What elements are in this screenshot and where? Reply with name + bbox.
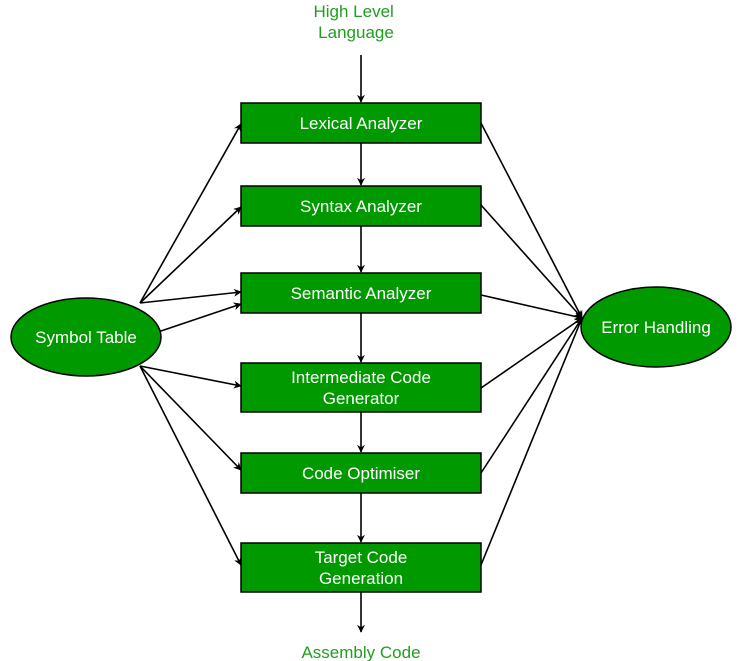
arrow-to-error-handling-2 <box>480 204 583 319</box>
phase-box-syntax <box>240 185 482 227</box>
phase-box-optimiser <box>240 452 482 494</box>
phase-label-optimiser-line-1: Code Optimiser <box>302 464 420 483</box>
error-handling-node: Error Handling <box>580 286 732 368</box>
arrow-symbol-table-6 <box>139 365 242 471</box>
arrow-symbol-table-4 <box>154 302 242 334</box>
phase-syntax: Syntax Analyzer <box>240 185 482 227</box>
phase-label-semantic: Semantic Analyzer <box>291 284 432 303</box>
phase-semantic: Semantic Analyzer <box>240 272 482 314</box>
arrow-symbol-table-2 <box>139 206 242 304</box>
error-handling-ellipse <box>580 286 732 368</box>
arrow-symbol-table-1 <box>139 123 242 304</box>
symbol-table-ellipse <box>10 297 162 377</box>
error-handling-label: Error Handling <box>601 318 711 337</box>
phase-label-syntax-line-1: Syntax Analyzer <box>300 197 422 216</box>
arrow-to-error-handling-4 <box>480 317 583 389</box>
phase-box-intermediate <box>240 362 482 413</box>
phase-box-lexical <box>240 102 482 144</box>
arrow-symbol-table-7 <box>139 365 242 566</box>
phase-box-target <box>240 542 482 593</box>
arrow-to-error-handling-1 <box>480 122 583 319</box>
arrow-to-error-handling-5 <box>480 317 583 474</box>
arrow-to-error-handling-6 <box>480 317 583 566</box>
symbol-table-label: Symbol Table <box>35 328 137 347</box>
symbol-table-node: Symbol Table <box>10 297 162 377</box>
phase-optimiser: Code Optimiser <box>240 452 482 494</box>
phase-label-lexical: Lexical Analyzer <box>300 114 423 133</box>
phase-label-syntax: Syntax Analyzer <box>300 197 422 216</box>
output-label: Assembly Code <box>301 643 420 661</box>
phase-label-target-line-2: Generation <box>319 569 403 588</box>
arrow-to-error-handling-3 <box>480 294 583 321</box>
phase-lexical: Lexical Analyzer <box>240 102 482 144</box>
phase-label-lexical-line-1: Lexical Analyzer <box>300 114 423 133</box>
input-label-line-1: High Level <box>313 2 393 21</box>
input-label-line-2: Language <box>318 23 394 42</box>
phase-label-target-line-1: Target Code <box>315 548 408 567</box>
arrow-symbol-table-3 <box>139 288 242 304</box>
arrow-symbol-table-5 <box>139 365 242 389</box>
phase-label-intermediate-line-1: Intermediate Code <box>291 368 431 387</box>
input-label: High Level Language <box>313 2 398 42</box>
edges <box>139 55 583 633</box>
phase-label-semantic-line-1: Semantic Analyzer <box>291 284 432 303</box>
phase-label-optimiser: Code Optimiser <box>302 464 420 483</box>
phase-box-semantic <box>240 272 482 314</box>
phase-label-intermediate-line-2: Generator <box>323 389 400 408</box>
